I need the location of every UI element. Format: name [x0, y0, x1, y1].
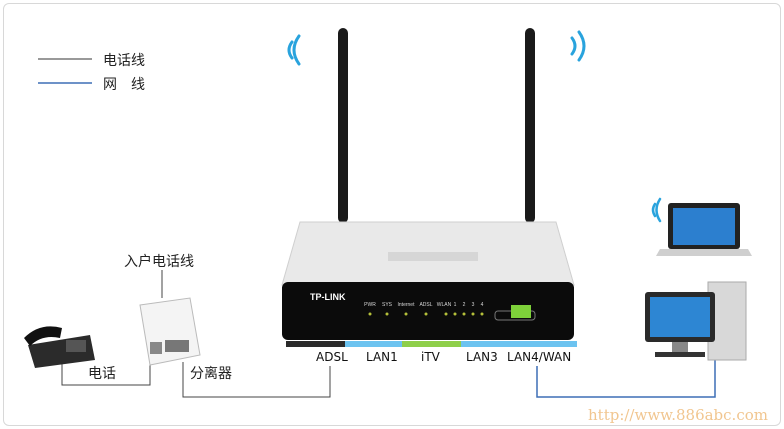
wifi-icon-right — [570, 30, 586, 62]
led-label-sys: SYS — [382, 302, 393, 308]
phone-label: 电话 — [88, 366, 116, 382]
port-strip-lan3-4 — [461, 341, 577, 347]
port-label-itv: iTV — [421, 350, 440, 364]
watermark: http://www.886abc.com — [588, 406, 768, 424]
port-label-lan4-wan: LAN4/WAN — [507, 350, 572, 364]
legend-phone-line-label: 电话线 — [103, 53, 145, 69]
port-label-lan3: LAN3 — [466, 350, 498, 364]
port-label-lan1: LAN1 — [366, 350, 398, 364]
router-brand-logo: TP-LINK — [310, 292, 346, 302]
laptop — [656, 203, 752, 256]
port-strip-lan1 — [345, 341, 402, 347]
splitter — [139, 297, 201, 366]
desktop-computer — [645, 281, 747, 361]
legend-network-line-label: 网 线 — [103, 77, 145, 93]
frame — [3, 3, 781, 426]
led-label-adsl: ADSL — [419, 302, 432, 308]
led-label-4: 4 — [481, 302, 484, 308]
port-label-adsl: ADSL — [316, 350, 348, 364]
port-strip-adsl — [286, 341, 345, 347]
led-label-internet: Internet — [398, 302, 416, 308]
network-line — [536, 358, 716, 398]
wifi-icon-left — [287, 34, 301, 66]
phone-line-adsl — [182, 362, 331, 398]
splitter-label: 分离器 — [190, 366, 232, 382]
incoming-line-label: 入户电话线 — [124, 254, 194, 270]
antenna-left — [338, 28, 348, 223]
router: TP-LINK PWR SYS Internet ADSL WLAN 1 2 3… — [281, 221, 575, 340]
led-label-wlan: WLAN — [437, 302, 452, 308]
led-label-3: 3 — [472, 302, 475, 308]
antenna-right — [525, 28, 535, 223]
phone-line-phone — [61, 362, 151, 386]
led-label-2: 2 — [463, 302, 466, 308]
port-strip-itv — [402, 341, 461, 347]
telephone — [24, 326, 95, 368]
led-label-1: 1 — [454, 302, 457, 308]
led-label-pwr: PWR — [364, 302, 376, 308]
wifi-icon-laptop — [651, 197, 662, 223]
